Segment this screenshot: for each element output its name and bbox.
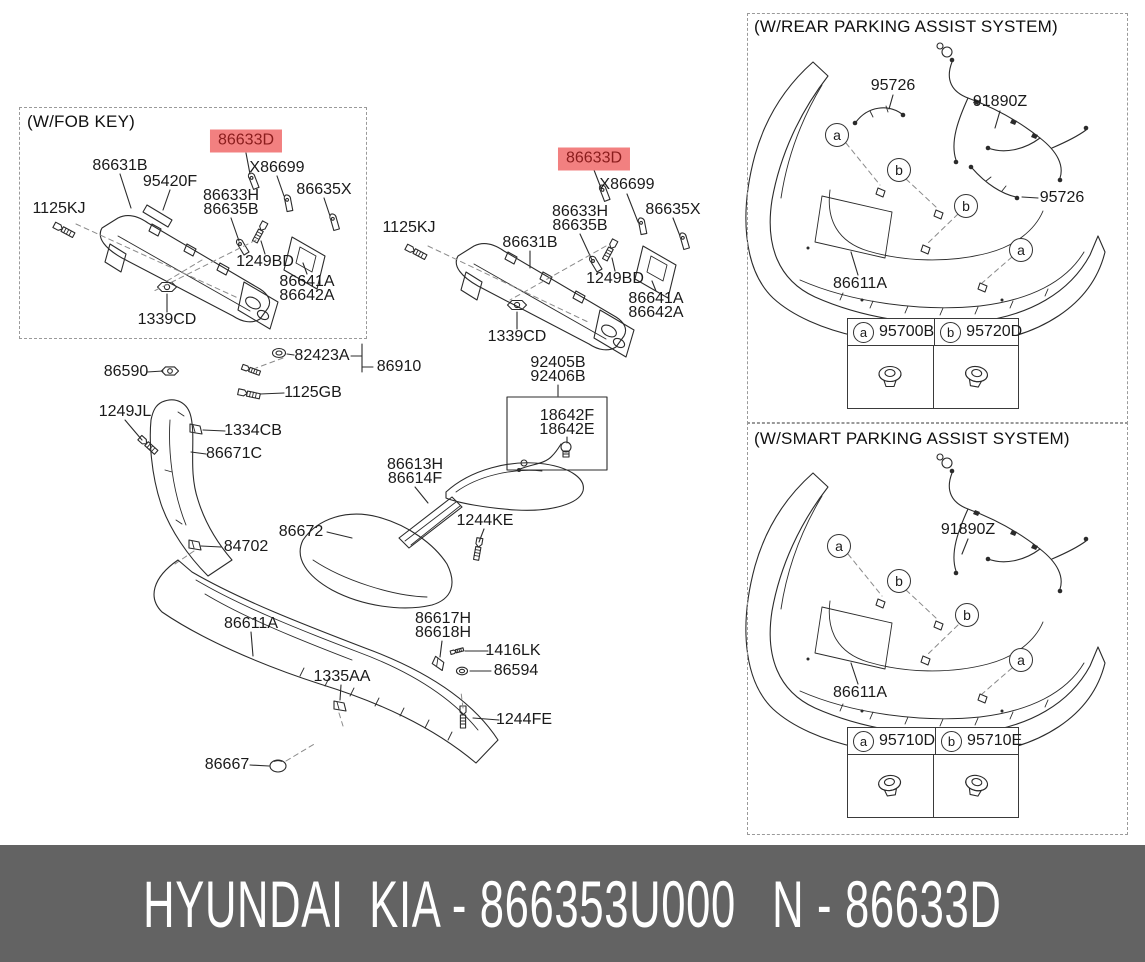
legend-cell-a: a 95700B	[848, 319, 934, 345]
part-label: 1244KE	[456, 512, 514, 529]
part-label: 86635X	[296, 181, 352, 198]
part-label: 86642A	[628, 304, 684, 321]
part-label: 86611A	[224, 615, 278, 632]
callout-marker-a: a	[1009, 238, 1033, 262]
part-label: 1335AA	[313, 668, 371, 685]
part-label: 86642A	[279, 287, 335, 304]
legend-part-number: 95700B	[879, 323, 935, 340]
part-label: 86667	[204, 756, 250, 773]
part-label: 86635B	[552, 217, 608, 234]
part-label: 92405B	[530, 354, 586, 371]
part-label: 86635X	[645, 201, 701, 218]
part-label: 95726	[870, 77, 916, 94]
smart-parking-legend-table: a 95710D b 95710E	[847, 727, 1022, 818]
part-label: 86617H	[414, 610, 472, 627]
legend-part-number: 95720D	[966, 323, 1023, 340]
part-label: 1125GB	[284, 384, 342, 401]
footer-ref-part: N - 86633D	[772, 866, 1002, 941]
part-label: X86699	[249, 159, 305, 176]
part-label-highlighted[interactable]: 86633D	[557, 147, 631, 171]
legend-part-number: 95710E	[967, 732, 1023, 749]
part-label: 86611A	[833, 684, 887, 701]
parking-sensor-icon	[962, 364, 989, 389]
part-label: 1334CB	[224, 422, 282, 439]
legend-cell-a: a 95710D	[848, 728, 935, 754]
parking-sensor-icon	[962, 772, 990, 799]
part-label: 86613H	[386, 456, 444, 473]
part-label: 1249BD	[236, 253, 294, 270]
part-label: 1125KJ	[32, 200, 86, 217]
part-label: 95420F	[142, 173, 198, 190]
callout-marker-b: b	[887, 158, 911, 182]
part-label: 82423A	[294, 347, 350, 364]
sensor-a-cell	[848, 755, 933, 817]
part-label: 86672	[278, 523, 324, 540]
middle-reinforcement-drawing	[404, 170, 694, 358]
part-label: 1125KJ	[382, 219, 436, 236]
sensor-b-cell	[932, 346, 1019, 408]
part-label: 86631B	[92, 157, 148, 174]
part-label: X86699	[599, 176, 655, 193]
rear-parking-drawing	[745, 42, 1106, 346]
part-label: 86641A	[279, 273, 335, 290]
part-label: 1339CD	[137, 311, 197, 328]
sensor-b-cell	[932, 755, 1019, 817]
part-label: 1249JL	[98, 403, 152, 420]
part-label: 86590	[103, 363, 149, 380]
part-label: 86635B	[203, 201, 259, 218]
parking-sensor-icon	[878, 365, 902, 388]
part-label: 95726	[1039, 189, 1085, 206]
marker-a-icon: a	[853, 730, 874, 752]
part-label: 86910	[376, 358, 422, 375]
marker-b-icon: b	[941, 730, 963, 752]
footer-brand-part: HYUNDAI KIA - 866353U000	[143, 866, 737, 941]
part-label: 86614F	[387, 470, 443, 487]
part-label: 86618H	[414, 624, 472, 641]
left-bumper-drawing	[125, 344, 499, 773]
callout-marker-b: b	[954, 194, 978, 218]
marker-b-icon: b	[940, 321, 962, 343]
smart-parking-box-title: (W/SMART PARKING ASSIST SYSTEM)	[754, 429, 1070, 448]
part-label: 91890Z	[972, 93, 1028, 110]
fob-key-drawing	[52, 153, 344, 330]
part-label: 1244FE	[495, 711, 553, 728]
part-label: 1339CD	[487, 328, 547, 345]
rear-parking-box-title: (W/REAR PARKING ASSIST SYSTEM)	[754, 17, 1058, 36]
smart-parking-drawing	[745, 453, 1106, 757]
callout-marker-b: b	[887, 569, 911, 593]
callout-marker-a: a	[1009, 648, 1033, 672]
fob-key-box-title: (W/FOB KEY)	[27, 112, 135, 131]
marker-a-icon: a	[853, 321, 874, 343]
part-label: 86641A	[628, 290, 684, 307]
part-label: 84702	[223, 538, 269, 555]
parking-sensor-icon	[877, 773, 904, 798]
part-label: 86594	[493, 662, 539, 679]
sensor-a-cell	[848, 346, 933, 408]
part-label: 86611A	[833, 275, 887, 292]
callout-marker-b: b	[955, 603, 979, 627]
rear-lamp-drawing	[446, 385, 607, 510]
part-label: 86671C	[205, 445, 263, 462]
part-label: 86633H	[551, 203, 609, 220]
part-label: 92406B	[530, 368, 586, 385]
part-label: 86631B	[502, 234, 558, 251]
legend-cell-b: b 95720D	[934, 319, 1022, 345]
part-label-highlighted[interactable]: 86633D	[209, 129, 283, 153]
legend-part-number: 95710D	[879, 732, 936, 749]
part-label: 18642E	[539, 421, 595, 438]
callout-marker-a: a	[827, 534, 851, 558]
part-label: 91890Z	[940, 521, 996, 538]
callout-marker-a: a	[825, 123, 849, 147]
legend-cell-b: b 95710E	[935, 728, 1022, 754]
part-label: 1416LK	[485, 642, 541, 659]
rear-parking-legend-table: a 95700B b 95720D	[847, 318, 1022, 409]
part-label: 1249BD	[586, 270, 644, 287]
catalog-footer-bar: HYUNDAI KIA - 866353U000 N - 86633D	[0, 845, 1145, 962]
part-label: 86633H	[202, 187, 260, 204]
part-label: 18642F	[539, 407, 595, 424]
